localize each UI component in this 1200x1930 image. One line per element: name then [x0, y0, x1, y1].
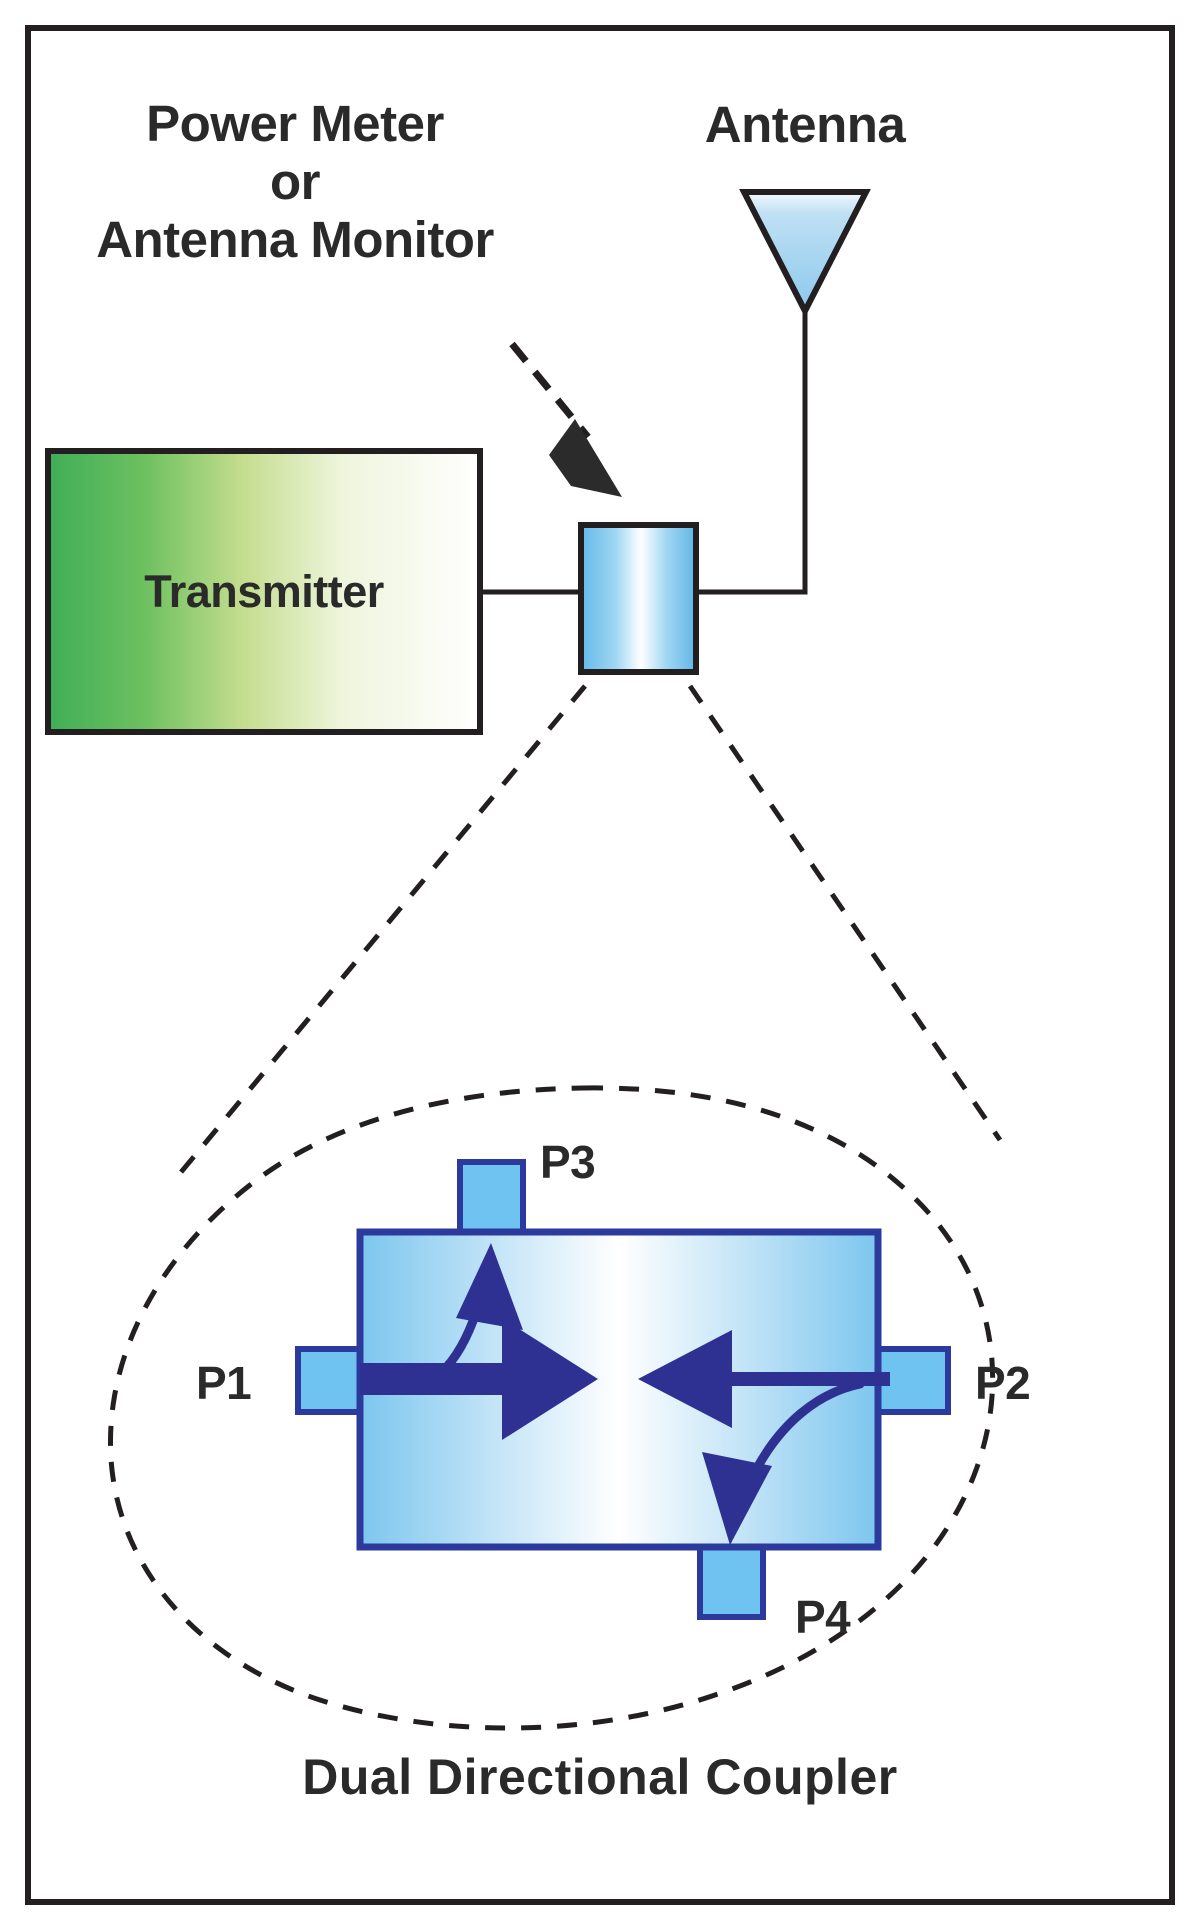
power-meter-label-line1: Power Meter — [146, 95, 444, 152]
port-label-p1: P1 — [196, 1357, 252, 1409]
antenna-icon — [739, 189, 871, 318]
monitor-callout-shaft — [509, 341, 591, 440]
curved-arrow-up-icon — [400, 1243, 523, 1395]
port-label-p4: P4 — [795, 1591, 851, 1643]
power-meter-label-line2: or — [270, 153, 321, 211]
figure-border — [25, 25, 1175, 1905]
figure-caption: Dual Directional Coupler — [302, 1749, 898, 1805]
antenna-label: Antenna — [704, 96, 906, 153]
coupler-to-antenna-line — [696, 311, 808, 595]
power-meter-label-line3: Antenna Monitor — [96, 211, 494, 269]
callout-cone-right — [687, 684, 1003, 1142]
power-meter-label-block: Power Meter or Antenna Monitor — [60, 95, 530, 269]
arrow-left-icon — [638, 1330, 890, 1428]
curved-arrow-down-icon — [702, 1379, 865, 1545]
coupler-region-outline — [108, 1085, 996, 1731]
port-tab-p3 — [457, 1159, 526, 1237]
transmitter-label: Transmitter — [144, 566, 384, 617]
transmitter-box — [45, 448, 483, 735]
port-label-p2: P2 — [975, 1357, 1031, 1409]
port-label-p3: P3 — [540, 1136, 596, 1188]
port-tab-p4 — [697, 1542, 766, 1620]
arrow-down-right-icon — [549, 419, 622, 497]
inline-coupler-block — [578, 522, 699, 675]
